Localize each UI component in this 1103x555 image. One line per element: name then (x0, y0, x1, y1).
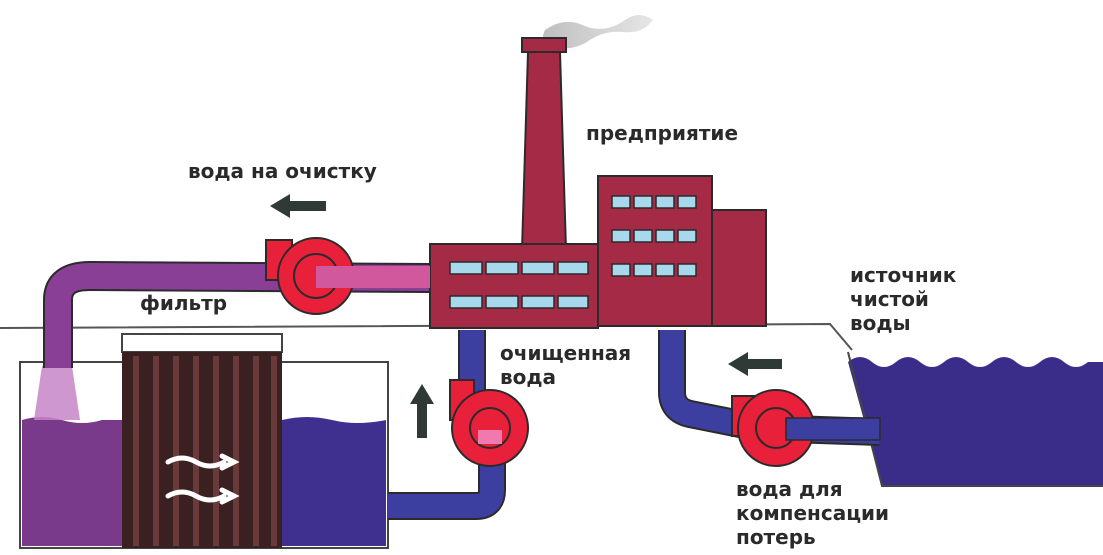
pipe-compensation (658, 330, 881, 446)
pump-treatment (265, 237, 430, 315)
pump-compensation (731, 389, 881, 467)
factory (429, 175, 767, 329)
label-compensation-line1: вода для (736, 477, 843, 501)
label-clean-source-line2: чистой (850, 287, 929, 311)
ground-line (0, 322, 853, 351)
factory-windows (449, 195, 697, 309)
label-clean-source-line3: воды (850, 311, 911, 335)
label-filter: фильтр (140, 291, 227, 315)
arrow-left-icon (270, 194, 326, 218)
filter-block (121, 333, 283, 548)
arrow-up-icon (410, 384, 434, 438)
wavy-arrow-icon (165, 453, 240, 505)
label-purified-line2: вода (500, 365, 556, 389)
label-clean-source-line1: источник (850, 263, 957, 287)
label-water-to-treatment: вода на очистку (188, 159, 377, 183)
label-enterprise: предприятие (586, 121, 738, 145)
pipe-to-treatment (43, 260, 431, 368)
label-purified-line1: очищенная (500, 341, 631, 365)
clean-water-reservoir (847, 351, 1103, 487)
label-purified-water: очищенная вода (500, 341, 631, 389)
pump-purified (449, 379, 529, 467)
label-compensation-line3: потерь (736, 525, 816, 549)
label-clean-source: источник чистой воды (850, 263, 957, 335)
label-loss-compensation: вода для компенсации потерь (736, 477, 889, 549)
arrow-left-icon (728, 352, 782, 376)
label-compensation-line2: компенсации (736, 501, 889, 525)
